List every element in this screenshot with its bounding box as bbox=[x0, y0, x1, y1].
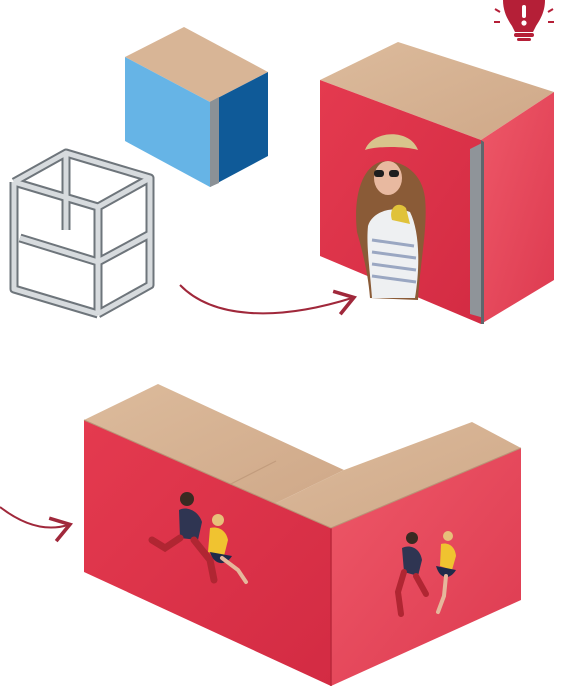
transformation-arrow-2 bbox=[0, 507, 68, 528]
frame-structure bbox=[14, 153, 150, 314]
printed-cube bbox=[320, 42, 554, 324]
transformation-arrow-1 bbox=[180, 285, 352, 313]
blue-cube bbox=[125, 27, 268, 187]
lightbulb-icon bbox=[494, 0, 554, 41]
l-counter bbox=[84, 384, 521, 686]
